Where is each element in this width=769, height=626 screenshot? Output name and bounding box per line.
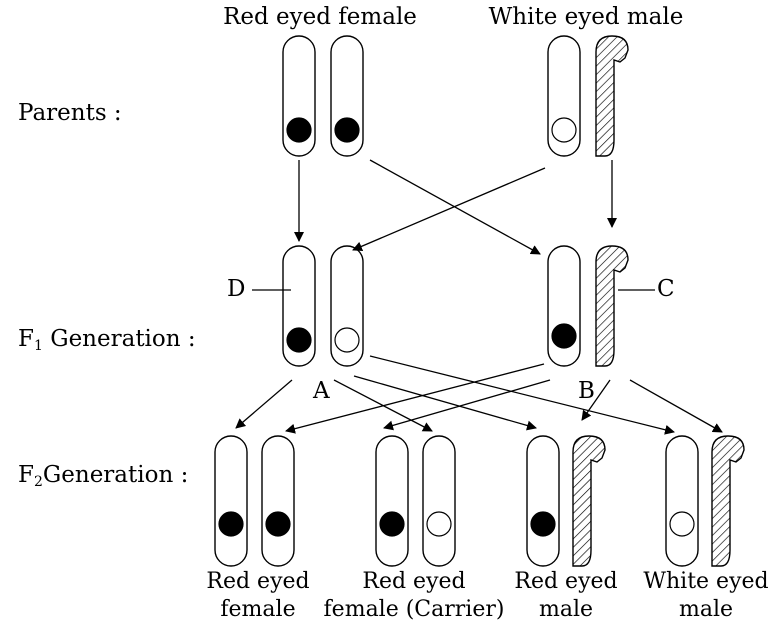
parents-row-label: Parents : <box>18 100 122 126</box>
arrow <box>352 167 546 252</box>
x-chromosome <box>422 435 456 567</box>
f2-red-eyed-male <box>526 435 606 567</box>
arrow <box>353 375 537 431</box>
arrow <box>285 363 545 434</box>
f1-row-label: F1 Generation : <box>18 326 196 354</box>
f2-carrier-female <box>375 435 456 567</box>
dominant-allele <box>334 117 360 143</box>
white-eyed-male-label: White eyed male <box>488 4 684 30</box>
recessive-allele <box>551 117 577 143</box>
dominant-allele <box>286 327 312 353</box>
x-chromosome <box>665 435 699 567</box>
chromosome-c <box>595 245 629 367</box>
parent-female <box>282 35 364 157</box>
arrow <box>629 379 723 433</box>
y-chromosome <box>572 435 606 567</box>
y-chromosome <box>595 35 629 157</box>
arrow <box>581 379 611 421</box>
f1-female <box>282 245 364 367</box>
x-chromosome <box>375 435 409 567</box>
marker-b: B <box>578 378 595 404</box>
recessive-allele <box>669 511 695 537</box>
parent-to-f1-arrows <box>294 159 617 255</box>
marker-a: A <box>313 378 330 404</box>
dominant-allele <box>265 511 291 537</box>
recessive-allele <box>334 327 360 353</box>
f2-red-eyed-female <box>214 435 295 567</box>
x-chromosome <box>526 435 560 567</box>
dominant-allele <box>551 323 577 349</box>
f2-white-eyed-male <box>665 435 745 567</box>
marker-d: D <box>227 276 246 302</box>
parent-male <box>547 35 629 157</box>
dominant-allele <box>286 117 312 143</box>
x-chromosome <box>261 435 295 567</box>
y-chromosome <box>711 435 745 567</box>
f1-male <box>547 245 629 367</box>
x-chromosome <box>214 435 248 567</box>
arrow <box>383 379 551 431</box>
dominant-allele <box>379 511 405 537</box>
dominant-allele <box>218 511 244 537</box>
arrow <box>235 379 293 429</box>
f2-row-label: F2Generation : <box>18 462 189 490</box>
f1-to-f2-arrows <box>235 355 723 435</box>
arrow <box>369 355 675 435</box>
dominant-allele <box>530 511 556 537</box>
recessive-allele <box>426 511 452 537</box>
marker-c: C <box>657 276 675 302</box>
red-eyed-female-label: Red eyed female <box>223 4 417 30</box>
